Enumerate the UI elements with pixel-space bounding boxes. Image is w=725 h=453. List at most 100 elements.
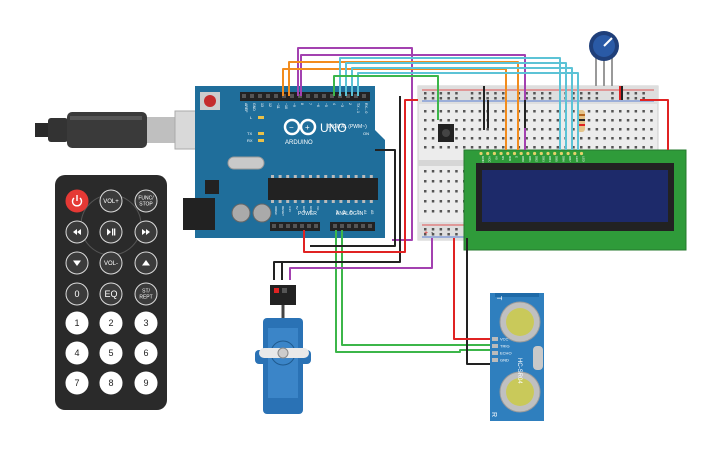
breadboard-hole [619,119,622,122]
remote-button: 7 [65,371,89,395]
analog-pin-label: A1 [342,210,346,214]
digital-pin-label: ~3 [340,103,344,107]
chip-pin [369,200,373,203]
chip-pin [331,175,335,178]
digital-pin-label: 8 [300,103,304,105]
chip-pin [293,175,297,178]
breadboard-hole [470,110,474,113]
lcd-pin-label: DB5 [555,156,559,162]
remote-button-label: VOL+ [103,199,119,205]
capacitor [231,203,251,223]
rail-hole [626,92,630,95]
breadboard-hole [525,119,528,122]
breadboard-hole [533,119,536,122]
breadboard-hole [509,137,513,140]
breadboard-hole [424,119,427,122]
digital-pin-label: 7 [308,103,312,105]
rail-hole [572,97,575,100]
remote-button-label: 8 [108,378,113,388]
l-label: L [250,115,253,120]
breadboard-hole [642,128,645,131]
rail-hole [587,92,591,95]
breadboard-hole [447,119,450,122]
breadboard-hole [548,119,552,122]
breadboard-hole [494,146,497,149]
breadboard-hole [431,110,435,113]
rail-hole [470,92,474,95]
breadboard-hole [463,137,466,140]
remote-button: 6 [134,341,158,365]
breadboard-hole [431,128,435,131]
breadboard-hole [556,137,560,140]
breadboard-hole [455,210,458,213]
breadboard-hole [439,210,443,213]
analog-pin-label: A4 [363,210,367,214]
rail-hole [455,92,458,95]
hcsr04-label: HC-SR04 [516,358,522,384]
breadboard-hole [525,137,528,140]
sensor-pin-label: TRIG [500,344,510,349]
breadboard-hole [587,110,591,113]
r-label: R [490,412,497,417]
lcd-pin [546,151,550,156]
breadboard-hole [455,119,458,122]
lcd-pin-label: LED [582,156,586,163]
chip-pin [286,200,290,203]
breadboard-hole [642,146,645,149]
up-icon [134,251,158,275]
lcd-pin-label: DB3 [541,156,545,162]
rail-hole [424,228,427,231]
breadboard-hole [502,146,505,149]
rail-hole [494,92,497,95]
breadboard-hole [619,128,622,131]
breadboard-hole [447,170,450,173]
model-label: UNO [320,121,347,135]
power-pin-label: 3.3V [288,206,292,212]
breadboard-hole [634,119,638,122]
down-icon [65,251,89,275]
breadboard-hole [502,137,505,140]
chip-pin [324,175,328,178]
breadboard-hole [431,137,435,140]
breadboard-hole [556,146,560,149]
chip-pin [309,200,312,203]
breadboard-hole [587,128,591,131]
breadboard-hole [431,200,435,203]
power-jack [183,198,215,230]
potentiometer [589,31,619,86]
power-pin-label: RESET [281,206,285,216]
lcd-pin [526,151,530,156]
breadboard-hole [455,190,458,193]
breadboard-hole [595,137,599,140]
breadboard-hole [424,190,427,193]
lcd-pin [499,151,503,156]
breadboard-hole [470,119,474,122]
breadboard-hole [556,128,560,131]
chip-pin [347,200,350,203]
breadboard-hole [611,146,614,149]
sensor-pin [492,344,498,348]
breadboard-hole [439,190,443,193]
sensor-pin-label: ECHO [500,351,512,356]
breadboard-hole [541,119,544,122]
brand-label: ARDUINO [285,140,313,146]
rail-hole [439,228,443,231]
breadboard-hole [447,200,450,203]
rail-hole [455,97,458,100]
breadboard-hole [463,146,466,149]
analog-pin-label: A5 [370,210,374,214]
breadboard-hole [470,137,474,140]
breadboard-hole [548,128,552,131]
breadboard-hole [595,146,599,149]
chip-pin [354,175,358,178]
breadboard-hole [424,180,427,183]
breadboard-hole [470,128,474,131]
rail-hole [533,97,536,100]
rail-hole [439,97,443,100]
lcd-pin [512,151,517,156]
power-pin-label: GND [309,206,313,214]
chip-pin [362,200,366,203]
breadboard-hole [447,146,450,149]
